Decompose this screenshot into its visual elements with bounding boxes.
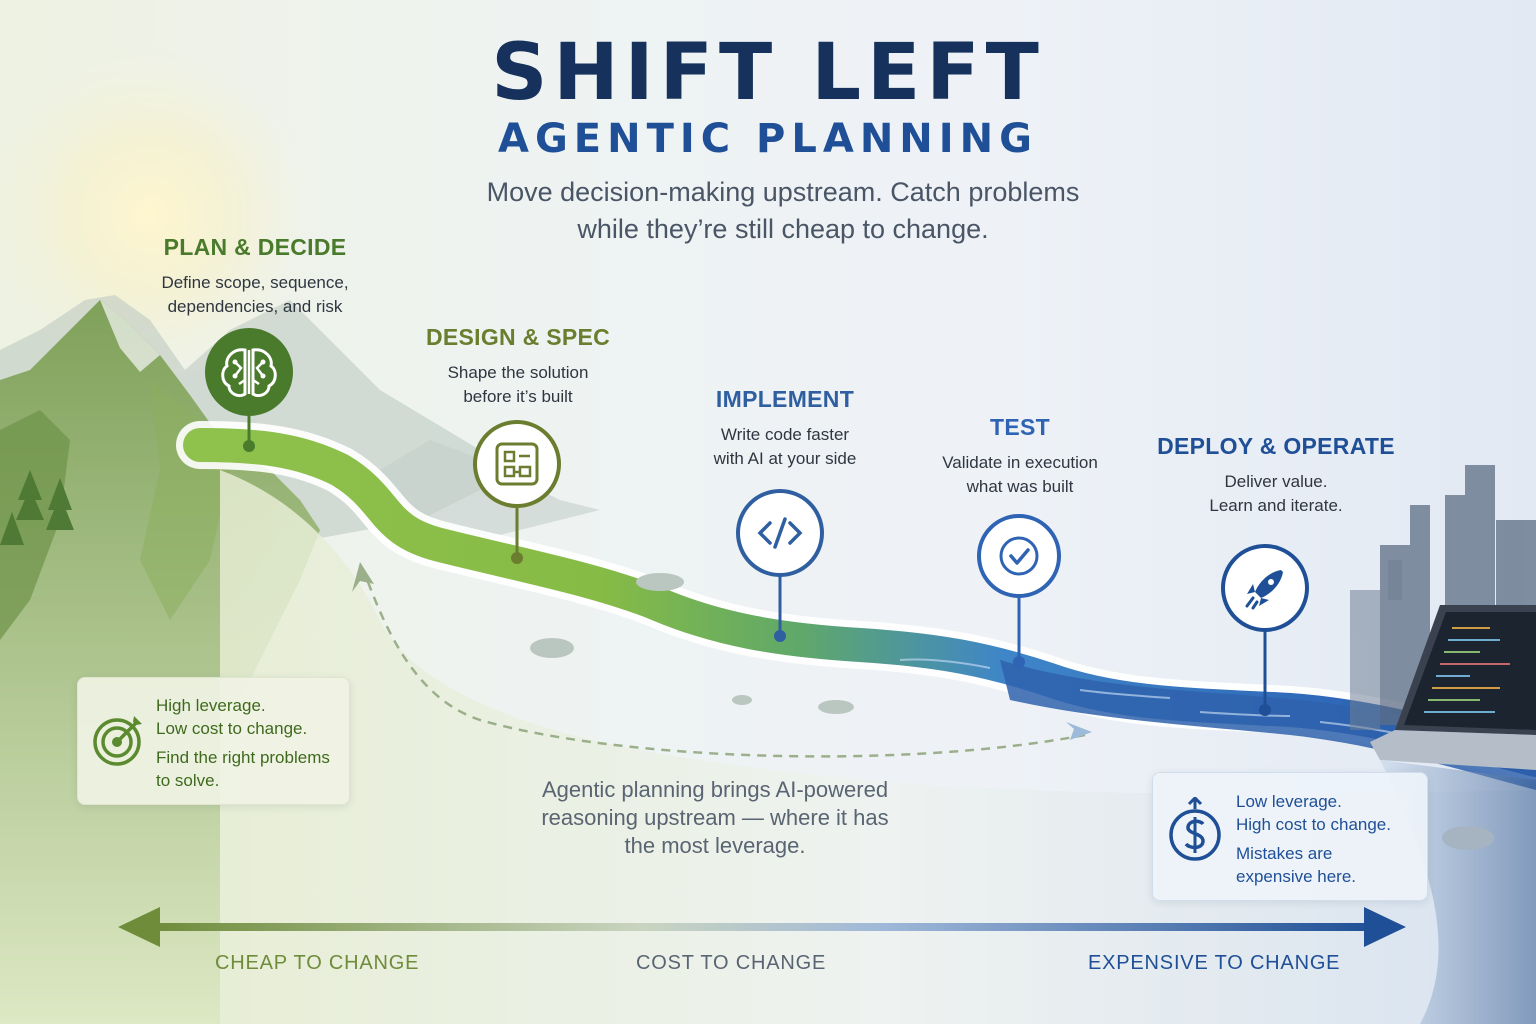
marker-dot <box>243 440 255 452</box>
low-leverage-note: Low leverage. High cost to change. Mista… <box>1152 772 1428 901</box>
note-line: Low leverage. <box>1236 792 1342 811</box>
stage-design-spec: DESIGN & SPEC Shape the solution before … <box>398 324 638 409</box>
marker-badge <box>977 514 1061 598</box>
tagline-line: while they’re still cheap to change. <box>577 214 989 244</box>
blueprint-icon <box>495 442 539 486</box>
code-icon <box>757 517 803 549</box>
note-line: High leverage. <box>156 696 266 715</box>
note-text: High leverage. Low cost to change. <box>156 694 330 740</box>
stage-marker-4 <box>977 514 1061 668</box>
stage-title: IMPLEMENT <box>715 386 855 412</box>
marker-dot <box>1013 656 1025 668</box>
axis-label-expensive: EXPENSIVE TO CHANGE <box>1088 952 1341 974</box>
note-line: Low cost to change. <box>156 719 308 738</box>
stage-marker-3 <box>736 489 824 642</box>
stage-description: Write code faster with AI at your side <box>670 423 900 471</box>
stage-plan-decide: PLAN & DECIDE Define scope, sequence, de… <box>130 234 380 319</box>
stage-title: PLAN & DECIDE <box>163 234 347 260</box>
stage-title: DESIGN & SPEC <box>425 324 611 350</box>
marker-dot <box>511 552 523 564</box>
rocket-icon <box>1245 570 1283 610</box>
stage-description-line: before it’s built <box>463 387 573 406</box>
stage-marker-1 <box>205 328 293 452</box>
dollar-icon <box>1169 797 1221 861</box>
stage-description-line: Deliver value. <box>1224 472 1328 491</box>
stage-description-line: dependencies, and risk <box>167 297 343 316</box>
stage-deploy-operate: DEPLOY & OPERATE Deliver value. Learn an… <box>1140 433 1412 518</box>
stage-title: TEST <box>990 414 1050 440</box>
center-annotation: Agentic planning brings AI-powered reaso… <box>510 776 920 860</box>
note-line: expensive here. <box>1236 867 1357 886</box>
marker-dot <box>1259 704 1271 716</box>
stage-marker-2 <box>473 420 561 564</box>
page-subtitle: AGENTIC PLANNING <box>498 116 1038 162</box>
stage-description-line: Shape the solution <box>447 363 589 382</box>
marker-dot <box>774 630 786 642</box>
stage-description: Validate in execution what was built <box>910 451 1130 499</box>
axis-label-cost: COST TO CHANGE <box>636 952 827 974</box>
stage-title: DEPLOY & OPERATE <box>1157 433 1395 459</box>
center-annotation-line: the most leverage. <box>624 833 806 858</box>
marker-badge <box>473 420 561 508</box>
axis-label-cheap: CHEAP TO CHANGE <box>215 952 420 974</box>
note-line: Mistakes are <box>1236 844 1333 863</box>
stage-description-line: Validate in execution <box>942 453 1098 472</box>
stage-description-line: Define scope, sequence, <box>161 273 349 292</box>
center-annotation-line: Agentic planning brings AI-powered <box>541 777 889 802</box>
tagline-line: Move decision-making upstream. Catch pro… <box>486 177 1080 207</box>
center-annotation-line: reasoning upstream — where it has <box>541 805 889 830</box>
note-text: Low leverage. High cost to change. <box>1236 790 1391 836</box>
stage-description-line: Learn and iterate. <box>1209 496 1343 515</box>
stage-marker-5 <box>1221 544 1309 716</box>
note-line: High cost to change. <box>1236 815 1391 834</box>
stage-implement: IMPLEMENT Write code faster with AI at y… <box>670 386 900 471</box>
stage-description: Define scope, sequence, dependencies, an… <box>130 271 380 319</box>
stage-test: TEST Validate in execution what was buil… <box>910 414 1130 499</box>
checkmark-icon <box>999 536 1039 576</box>
stage-description-line: with AI at your side <box>713 449 857 468</box>
target-icon <box>93 716 142 766</box>
stage-description: Deliver value. Learn and iterate. <box>1140 470 1412 518</box>
note-line: Find the right problems <box>156 748 330 767</box>
brain-icon <box>221 348 277 398</box>
stage-description: Shape the solution before it’s built <box>398 361 638 409</box>
stage-description-line: Write code faster <box>720 425 850 444</box>
note-line: to solve. <box>156 771 220 790</box>
page-title: SHIFT LEFT <box>491 28 1045 118</box>
note-text: Mistakes are expensive here. <box>1236 842 1391 888</box>
stage-description-line: what was built <box>966 477 1074 496</box>
tagline: Move decision-making upstream. Catch pro… <box>418 174 1148 248</box>
note-text: Find the right problems to solve. <box>156 746 330 792</box>
high-leverage-note: High leverage. Low cost to change. Find … <box>77 677 350 805</box>
